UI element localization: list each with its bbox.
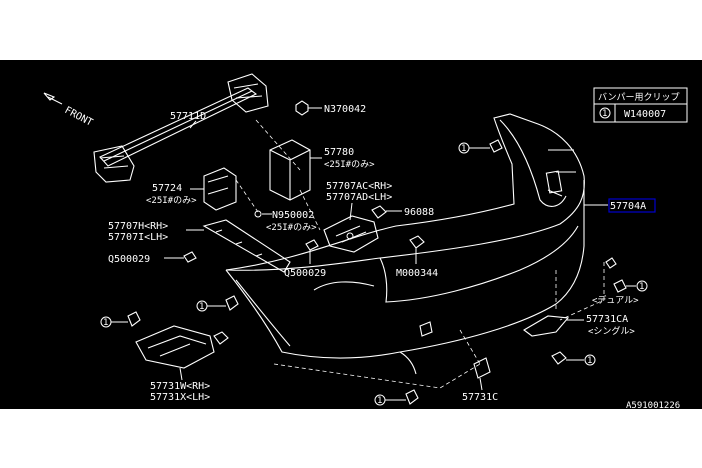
label-57731C: 57731C: [462, 392, 498, 403]
label-57731W: 57731W<RH>: [150, 381, 210, 392]
label-dual-note: <デュアル>: [592, 294, 639, 306]
bracket-57731CA: 57731CA <シングル> 1: [523, 314, 635, 366]
callout-dual: 1: [639, 282, 644, 292]
svg-text:1: 1: [199, 302, 204, 312]
label-57724: 57724: [152, 183, 182, 194]
label-N950002: N950002: [272, 210, 314, 221]
svg-text:1: 1: [103, 318, 108, 328]
dual-clip: 1 <デュアル>: [592, 257, 648, 306]
label-57707AC: 57707AC<RH>: [326, 181, 392, 192]
label-single-note: <シングル>: [588, 325, 635, 337]
label-N370042: N370042: [324, 104, 366, 115]
absorber-57780: 57780 <25I#のみ>: [269, 139, 375, 201]
fastener-96088: 96088: [371, 205, 434, 219]
callout-single: 1: [587, 356, 592, 366]
label-Q500029-center: Q500029: [284, 268, 326, 279]
label-57707H: 57707H<RH>: [108, 221, 168, 232]
screw-q500029-left: Q500029: [108, 251, 197, 265]
nut-n950002: N950002 <25I#のみ>: [254, 210, 317, 233]
clip-callout-left-mid: 1: [196, 295, 239, 312]
label-Q500029-left: Q500029: [108, 254, 150, 265]
clip-callout-top: 1: [458, 139, 503, 154]
parts-diagram: FRONT バンパー用クリップ 1 W140007 57711D: [43, 73, 688, 409]
bracket-57707AC: 57707AC<RH> 57707AD<LH>: [323, 181, 392, 253]
legend-ref: 1: [602, 109, 607, 119]
bracket-57724: 57724 <25I#のみ>: [146, 167, 237, 211]
label-57711D: 57711D: [170, 111, 206, 122]
clip-callout-left-low: 1: [100, 311, 141, 328]
bracket-57707H: 57707H<RH> 57707I<LH>: [108, 219, 291, 273]
highlight-57704A: [608, 198, 656, 213]
label-57780-note: <25I#のみ>: [324, 159, 375, 170]
svg-text:1: 1: [377, 396, 382, 406]
clip-callout-bottom: 1: [374, 389, 419, 406]
reinforcement-beam: [93, 73, 269, 183]
label-57704A: 57704A: [610, 201, 646, 212]
label-57731CA: 57731CA: [586, 314, 628, 325]
label-N950002-note: <25I#のみ>: [266, 222, 317, 233]
clip-legend: バンパー用クリップ 1 W140007: [593, 87, 688, 123]
label-96088: 96088: [404, 207, 434, 218]
label-57724-note: <25I#のみ>: [146, 195, 197, 206]
legend-code: W140007: [624, 109, 666, 120]
bumper-cover: [225, 113, 608, 375]
drawing-id: A591001226: [626, 401, 680, 409]
screw-q500029-center: Q500029: [284, 239, 326, 279]
legend-header: バンパー用クリップ: [598, 92, 679, 103]
label-57780: 57780: [324, 147, 354, 158]
label-M000344: M000344: [396, 268, 438, 279]
clip-m000344: M000344: [396, 235, 438, 279]
nut-n370042: N370042: [295, 100, 366, 116]
front-label: FRONT: [63, 105, 95, 129]
bracket-57731W: 57731W<RH> 57731X<LH>: [135, 325, 229, 403]
part-57731C: 57731C: [462, 357, 498, 403]
label-57707I: 57707I<LH>: [108, 232, 168, 243]
label-57731X: 57731X<LH>: [150, 392, 210, 403]
diagram-panel: FRONT バンパー用クリップ 1 W140007 57711D: [0, 60, 702, 409]
front-direction-indicator: FRONT: [43, 92, 95, 129]
svg-text:1: 1: [461, 144, 466, 154]
label-57707AD: 57707AD<LH>: [326, 192, 392, 203]
